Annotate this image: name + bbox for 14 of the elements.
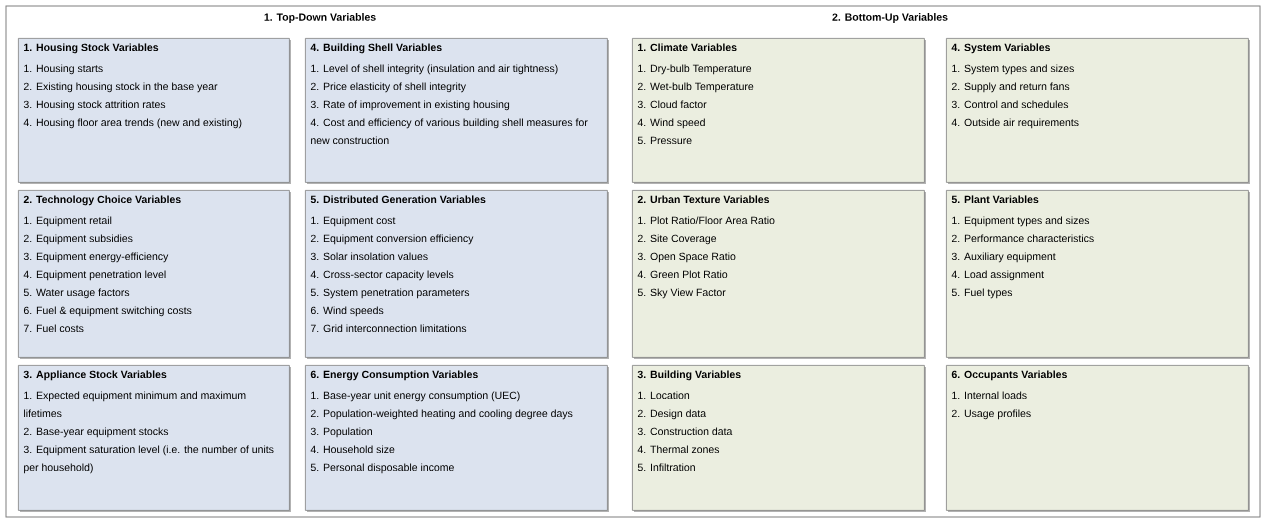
variable-box: 3. Building Variables 1. Location 2. Design data 3. Construction data 4. Thermal zones 5. Infiltration xyxy=(632,365,926,512)
variable-box: 2. Urban Texture Variables 1. Plot Ratio/Floor Area Ratio 2. Site Coverage 3. Open Space Ratio 4. Green Plot Ratio 5. Sky View Factor xyxy=(632,190,926,359)
variable-box: 6. Occupants Variables 1. Internal loads 2. Usage profiles xyxy=(946,365,1250,512)
variable-box: 2. Technology Choice Variables 1. Equipment retail 2. Equipment subsidies 3. Equipment energy-efficiency 4. Equipment penetration level 5. Water usage factors 6. Fuel & equipment switching costs 7. Fuel costs xyxy=(18,190,291,359)
variable-box: 5. Distributed Generation Variables 1. Equipment cost 2. Equipment conversion efficiency 3. Solar insolation values 4. Cross-sector capacity levels 5. System penetration parameters 6. Wind speeds 7. Grid interconnection limitations xyxy=(305,190,609,359)
variable-box: 1. Climate Variables 1. Dry-bulb Temperature 2. Wet-bulb Temperature 3. Cloud factor 4. Wind speed 5. Pressure xyxy=(632,38,926,184)
variable-box: 3. Appliance Stock Variables 1. Expected equipment minimum and maximum lifetimes 2. Base-year equipment stocks 3. Equipment saturation level (i.e. the number of units per household) xyxy=(18,365,291,512)
column-heading: 1. Top-Down Variables xyxy=(264,13,376,23)
variable-box: 1. Housing Stock Variables 1. Housing starts 2. Existing housing stock in the base year 3. Housing stock attrition rates 4. Housing floor area trends (new and existing) xyxy=(18,38,291,184)
variable-box: 6. Energy Consumption Variables 1. Base-year unit energy consumption (UEC) 2. Population-weighted heating and cooling degree days 3. Population 4. Household size 5. Personal disposable income xyxy=(305,365,609,512)
variable-box: 5. Plant Variables 1. Equipment types and sizes 2. Performance characteristics 3. Auxiliary equipment 4. Load assignment 5. Fuel types xyxy=(946,190,1250,359)
variable-box: 4. System Variables 1. System types and sizes 2. Supply and return fans 3. Control and schedules 4. Outside air requirements xyxy=(946,38,1250,184)
column-heading: 2. Bottom-Up Variables xyxy=(832,13,948,23)
variable-box: 4. Building Shell Variables 1. Level of shell integrity (insulation and air tightness) 2. Price elasticity of shell integrity 3. Rate of improvement in existing housing 4. Cost and efficiency of various building shell measures for new construction xyxy=(305,38,609,184)
